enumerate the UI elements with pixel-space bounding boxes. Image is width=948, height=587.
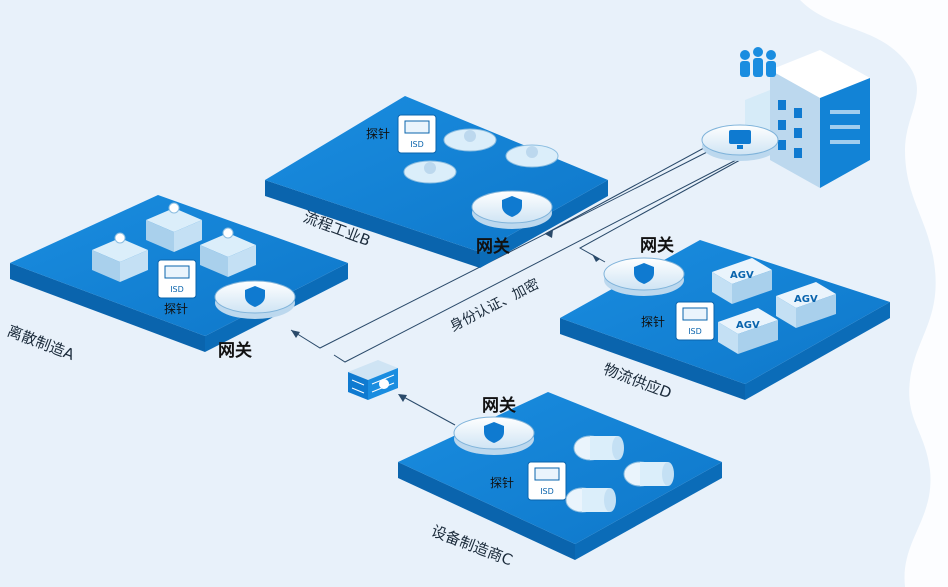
motor-icon-1 bbox=[573, 435, 624, 461]
agv-truck-icon-1: AGV bbox=[712, 258, 772, 304]
platform-b-side bbox=[265, 180, 480, 268]
motor-icon-2 bbox=[623, 461, 674, 487]
isd-probe-icon: ISD bbox=[675, 301, 715, 341]
connection-lines bbox=[290, 141, 741, 426]
isd-probe-icon: ISD bbox=[157, 259, 197, 299]
gateway-shield-icon bbox=[471, 190, 553, 229]
agv-truck-icon-3: AGV bbox=[718, 308, 778, 354]
arrow-d bbox=[592, 254, 600, 262]
valve-icon-3 bbox=[403, 160, 457, 184]
arrow-a bbox=[291, 330, 300, 338]
agv-text: AGV bbox=[730, 270, 754, 281]
sensor-box-2 bbox=[146, 202, 202, 252]
platform-d-side-right bbox=[745, 302, 890, 400]
arrow-c bbox=[398, 394, 407, 402]
isd-text: ISD bbox=[170, 285, 184, 294]
gateway-shield-icon bbox=[603, 257, 685, 296]
sensor-box-1 bbox=[92, 232, 148, 282]
isd-probe-icon: ISD bbox=[397, 114, 437, 154]
valve-icon-2 bbox=[505, 144, 559, 168]
firewall-icon bbox=[348, 360, 398, 400]
platform-c: ISD bbox=[398, 392, 722, 560]
platform-d: ISD AGV AGV AGV bbox=[560, 240, 890, 400]
building-icon bbox=[745, 50, 870, 188]
isd-text: ISD bbox=[410, 140, 424, 149]
line-c-to-firewall bbox=[399, 394, 456, 426]
probe-a-label: 探针 bbox=[164, 302, 189, 316]
gateway-d-label: 网关 bbox=[640, 236, 674, 256]
platform-b: ISD bbox=[265, 96, 608, 268]
valve-icon-1 bbox=[443, 128, 497, 152]
arrow-b bbox=[545, 230, 553, 238]
agv-text: AGV bbox=[736, 320, 760, 331]
isd-text: ISD bbox=[688, 327, 702, 336]
gateway-shield-icon bbox=[214, 280, 296, 319]
platform-a: ISD bbox=[10, 195, 348, 352]
platform-d-side bbox=[560, 318, 745, 400]
line-firewall-to-datacenter bbox=[333, 157, 741, 363]
motor-icon-3 bbox=[565, 487, 616, 513]
platform-c-side bbox=[398, 462, 575, 560]
line-a-to-datacenter bbox=[290, 147, 716, 349]
line-b-to-datacenter bbox=[544, 141, 716, 235]
gateway-c-label: 网关 bbox=[482, 396, 516, 416]
platform-a-side bbox=[10, 263, 205, 352]
agv-text: AGV bbox=[794, 294, 818, 305]
sensor-box-3 bbox=[200, 227, 256, 277]
gateway-b-label: 网关 bbox=[476, 237, 510, 257]
monitor-icon bbox=[701, 124, 779, 161]
platform-b-side-right bbox=[480, 180, 608, 268]
probe-d-label: 探针 bbox=[641, 315, 666, 329]
gateway-shield-icon bbox=[453, 416, 535, 455]
agv-truck-icon-2: AGV bbox=[776, 282, 836, 328]
background-cloud bbox=[800, 0, 948, 587]
arrowheads bbox=[291, 230, 600, 402]
platform-c-side-right bbox=[575, 462, 722, 560]
probe-b-label: 探针 bbox=[366, 127, 391, 141]
probe-c-label: 探针 bbox=[490, 476, 515, 490]
users-icon bbox=[740, 47, 776, 77]
isd-text: ISD bbox=[540, 487, 554, 496]
gateway-a-label: 网关 bbox=[218, 341, 252, 361]
isd-probe-icon: ISD bbox=[527, 461, 567, 501]
